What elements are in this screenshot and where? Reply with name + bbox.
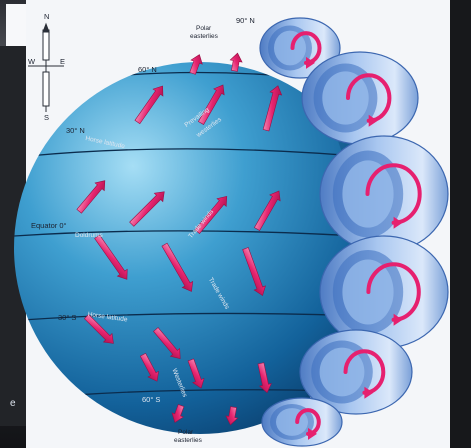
compass-west-label: W	[28, 58, 35, 66]
polar-easterlies-south-label-line2: easterlies	[174, 438, 202, 445]
polar-easterlies-north-label-line1: Polar	[196, 26, 211, 33]
latitude-60n-label: 60° N	[138, 66, 157, 74]
compass-north-label: N	[44, 13, 49, 21]
latitude-30n-label: 30° N	[66, 127, 85, 135]
polar-easterlies-south-label-line1: Polar	[178, 430, 193, 437]
side-fragment-label: e	[10, 399, 16, 409]
ferrel-cell-north	[302, 52, 418, 144]
latitude-30s-label: 30° S	[58, 314, 76, 322]
polar-cell-south	[262, 398, 342, 446]
doldrums-label: Doldrums	[75, 233, 103, 240]
polar-easterlies-north-label-line2: easterlies	[190, 34, 218, 41]
compass-east-label: E	[60, 58, 65, 66]
right-shadow-band	[450, 0, 471, 448]
north-pole-label: 90° N	[236, 17, 255, 25]
equator-label: Equator 0°	[31, 222, 67, 230]
compass-south-label: S	[44, 114, 49, 122]
latitude-60s-label: 60° S	[142, 396, 160, 404]
hadley-cell-north	[320, 136, 448, 252]
